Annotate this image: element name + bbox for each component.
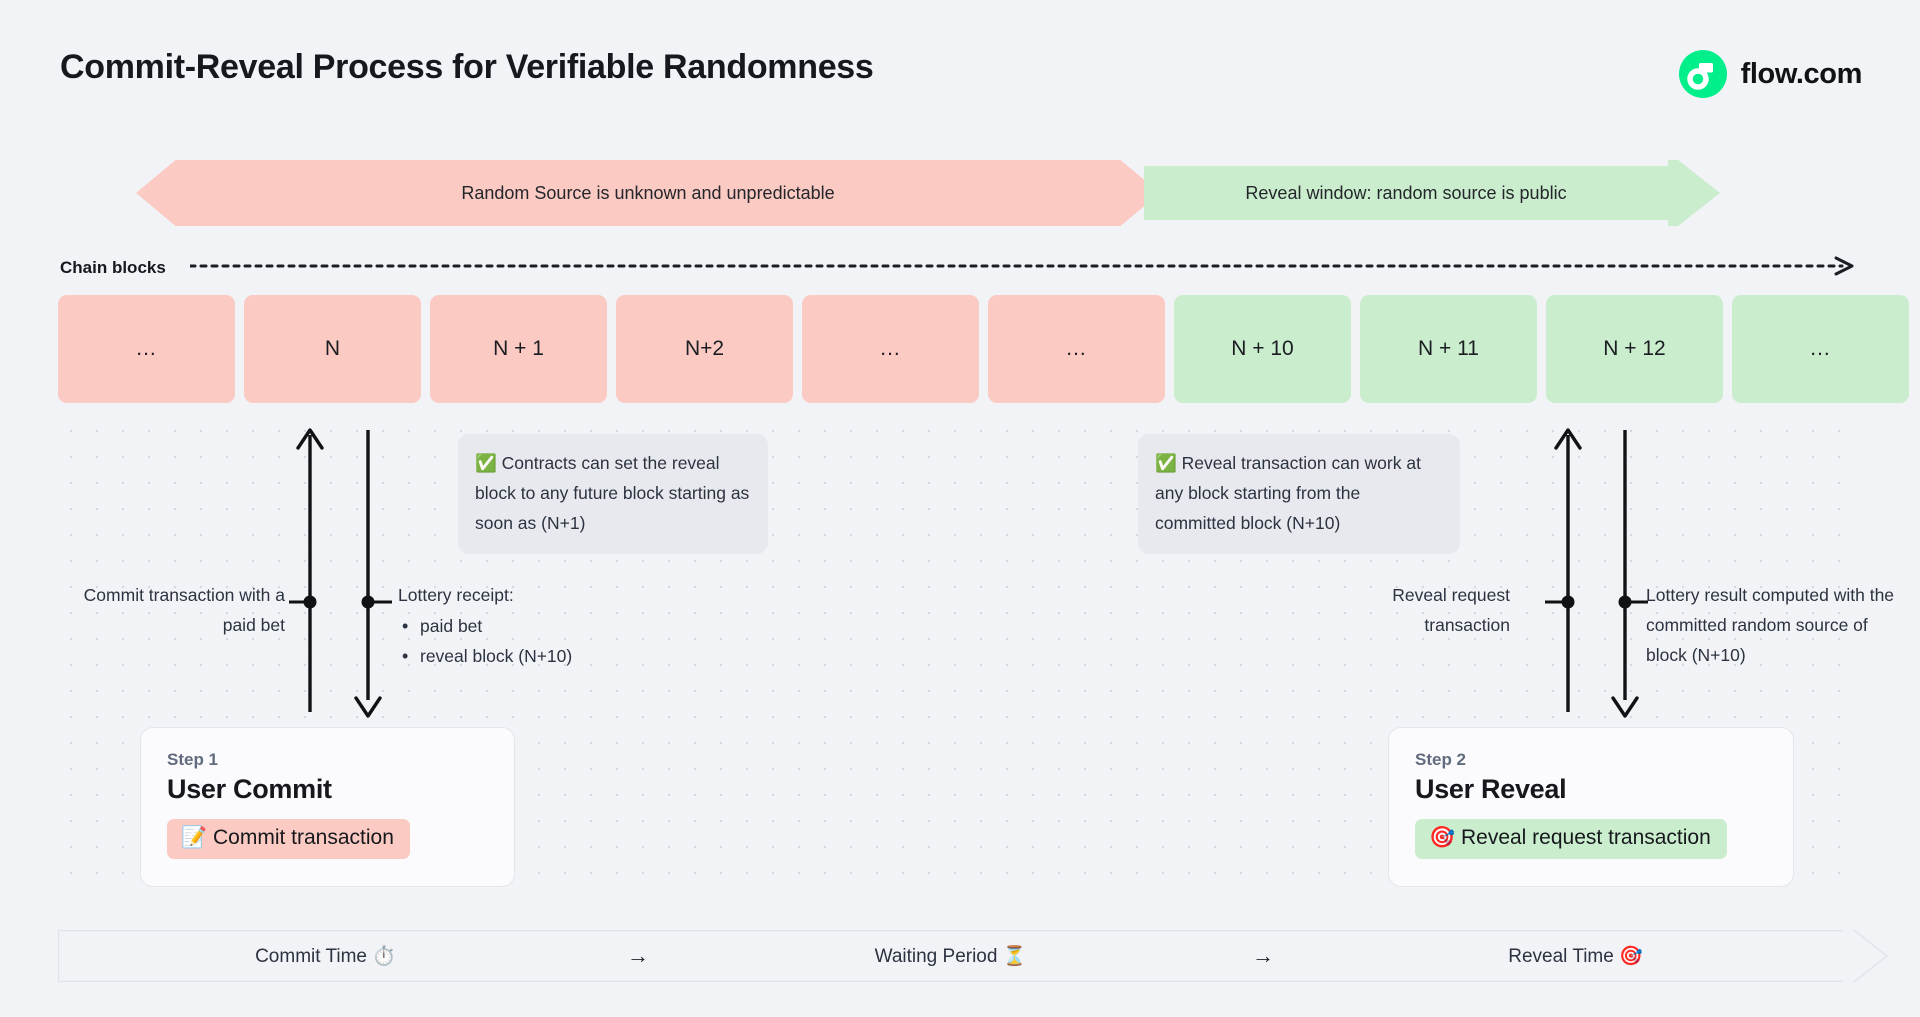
chain-block[interactable]: ... (58, 295, 235, 403)
chain-blocks: ... N N + 1 N+2 ... ... N + 10 N + 11 N … (58, 295, 1909, 403)
list-item: reveal block (N+10) (398, 641, 698, 671)
chain-block[interactable]: N (244, 295, 421, 403)
arrow-right-icon: → (627, 943, 649, 968)
page-title: Commit-Reveal Process for Verifiable Ran… (60, 48, 874, 86)
chain-block[interactable]: N + 12 (1546, 295, 1723, 403)
chain-block[interactable]: N + 10 (1174, 295, 1351, 403)
step-title: User Reveal (1415, 774, 1567, 804)
flow-logo-icon (1678, 50, 1727, 98)
chain-block[interactable]: ... (988, 295, 1165, 403)
chain-block[interactable]: ... (802, 295, 979, 403)
callout-commit-window: ✅ Contracts can set the reveal block to … (458, 434, 768, 554)
list-item: paid bet (398, 611, 698, 641)
annotation-lottery-result: Lottery result computed with the committ… (1646, 585, 1895, 665)
chain-axis-line (190, 256, 1854, 276)
arrow-right-icon: → (1252, 943, 1274, 968)
footer-timeline: Commit Time ⏱️ → Waiting Period ⏳ → Reve… (58, 930, 1888, 982)
brand-logo: flow.com (1678, 50, 1863, 98)
unknown-phase-arrow-shape (136, 160, 1160, 226)
step-card-user-reveal[interactable]: Step 2 User Reveal 🎯 Reveal request tran… (1388, 727, 1794, 887)
chain-block[interactable]: N + 1 (430, 295, 607, 403)
footer-phase-list: Commit Time ⏱️ → Waiting Period ⏳ → Reve… (58, 930, 1843, 982)
annotation-lottery-receipt: Lottery receipt: paid bet reveal block (… (398, 580, 698, 671)
step-card-user-commit[interactable]: Step 1 User Commit 📝 Commit transaction (140, 727, 515, 887)
footer-phase-commit: Commit Time ⏱️ (255, 946, 396, 967)
step-title: User Commit (167, 774, 332, 804)
phase-banner-row: Random Source is unknown and unpredictab… (0, 160, 1920, 226)
unknown-phase-label: Random Source is unknown and unpredictab… (461, 182, 835, 203)
commit-transaction-pill[interactable]: 📝 Commit transaction (167, 819, 410, 859)
reveal-request-transaction-pill[interactable]: 🎯 Reveal request transaction (1415, 819, 1727, 859)
annotation-commit-transaction: Commit transaction with a paid bet (83, 585, 285, 635)
chain-block[interactable]: ... (1732, 295, 1909, 403)
unknown-phase-banner: Random Source is unknown and unpredictab… (196, 160, 1100, 226)
brand-name: flow.com (1740, 57, 1863, 90)
reveal-phase-banner: Reveal window: random source is public (1144, 160, 1668, 226)
footer-arrow-shape (58, 930, 1888, 982)
annotation-reveal-request: Reveal request transaction (1392, 585, 1510, 635)
reveal-phase-label: Reveal window: random source is public (1245, 182, 1567, 203)
chain-block[interactable]: N+2 (616, 295, 793, 403)
step-kicker: Step 2 (1415, 750, 1467, 769)
step-kicker: Step 1 (167, 750, 219, 769)
footer-phase-waiting: Waiting Period ⏳ (874, 946, 1027, 967)
chain-block[interactable]: N + 11 (1360, 295, 1537, 403)
lottery-receipt-title: Lottery receipt: (398, 585, 514, 605)
reveal-phase-arrow-shape (1144, 160, 1720, 226)
lottery-receipt-list: paid bet reveal block (N+10) (398, 611, 698, 671)
callout-reveal-window: ✅ Reveal transaction can work at any blo… (1138, 434, 1460, 554)
chain-blocks-label: Chain blocks (60, 258, 166, 277)
footer-phase-reveal: Reveal Time 🎯 (1508, 946, 1643, 967)
